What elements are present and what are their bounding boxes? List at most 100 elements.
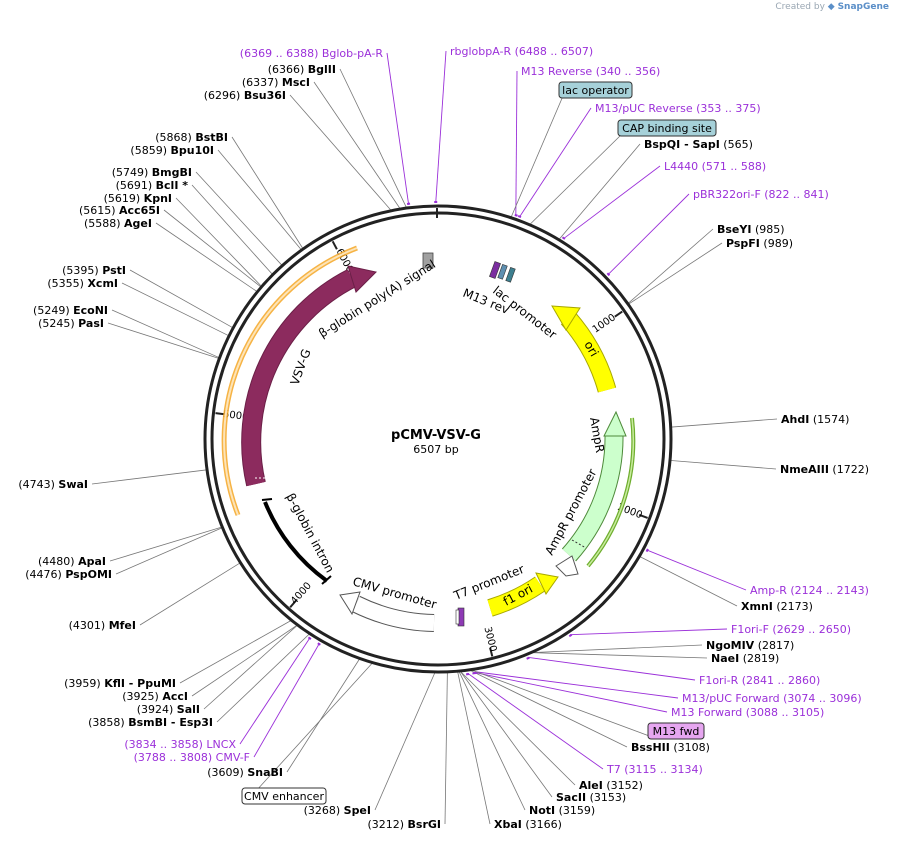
enzyme-connector [457,672,491,825]
enzyme-label[interactable]: (4301) MfeI [69,619,136,632]
enzyme-label[interactable]: AhdI (1574) [781,413,849,426]
primer-label[interactable]: pBR322ori-F (822 .. 841) [693,188,829,201]
enzyme-label[interactable]: XmnI (2173) [741,600,813,613]
enzyme-label[interactable]: (3925) AccI [122,690,188,703]
primer-label[interactable]: M13/pUC Forward (3074 .. 3096) [682,692,862,705]
primer-connector [518,107,592,218]
enzyme-label[interactable]: (5245) PasI [38,317,104,330]
primer-connector [562,165,661,240]
tick-2000 [638,513,648,519]
enzyme-connector [460,671,553,798]
enzyme-connector [533,644,703,653]
primer-label[interactable]: M13/pUC Reverse (353 .. 375) [595,102,761,115]
enzyme-label[interactable]: BssHII (3108) [631,741,710,754]
enzyme-connector [533,652,708,659]
enzyme-label[interactable]: (6296) Bsu36I [204,89,286,102]
enzyme-connector [628,242,723,305]
feature-ampr-promoter-arrow[interactable] [555,555,579,577]
primer-connector [473,671,668,713]
enzyme-label[interactable]: NaeI (2819) [711,652,779,665]
enzyme-label[interactable]: (5355) XcmI [47,277,118,290]
primer-label[interactable]: M13 Reverse (340 .. 356) [521,65,660,78]
enzyme-label[interactable]: (5588) AgeI [84,217,152,230]
cap-binding-site-box[interactable]: CAP binding site [617,119,717,137]
enzyme-connector [339,68,407,208]
enzyme-label[interactable]: BspQI - SapI (565) [644,138,753,151]
primer-label[interactable]: Amp-R (2124 .. 2143) [750,584,869,597]
enzyme-label[interactable]: (5615) Acc65I [79,204,160,217]
enzyme-label[interactable]: (5868) BstBI [155,131,228,144]
feature-bglobin-polya-box[interactable] [422,252,434,269]
enzyme-connector [671,418,778,428]
tick-5000 [215,412,225,416]
enzyme-connector [286,659,360,773]
tick-4000 [289,599,297,608]
enzyme-connector [203,625,298,710]
enzyme-label[interactable]: SacII (3153) [556,791,626,804]
primer-connector [435,50,447,204]
primer-label[interactable]: F1ori-F (2629 .. 2650) [731,623,851,636]
enzyme-label[interactable]: (5395) PstI [62,264,126,277]
enzyme-connector [109,526,222,562]
enzyme-label[interactable]: (4476) PspOMI [25,568,112,581]
enzyme-label[interactable]: (3924) SalI [137,703,200,716]
enzyme-label[interactable]: (5859) Bpu10I [130,144,214,157]
enzyme-connector [163,209,261,287]
primer-label[interactable]: (3834 .. 3858) LNCX [124,738,236,751]
enzyme-label[interactable]: (4743) SwaI [18,478,88,491]
enzyme-label[interactable]: (6366) BglII [268,63,336,76]
enzyme-label[interactable]: (4480) ApaI [38,555,106,568]
svg-text:lac operator: lac operator [562,84,629,97]
primer-connector [569,628,728,636]
primer-label[interactable]: T7 (3115 .. 3134) [606,763,703,776]
m13-fwd-box[interactable]: M13 fwd [647,722,705,740]
enzyme-label[interactable]: BseYI (985) [717,223,785,236]
plasmid-length: 6507 bp [413,443,458,456]
enzyme-label[interactable]: (3268) SpeI [304,804,371,817]
feature-ori[interactable] [551,305,617,393]
enzyme-label[interactable]: (5691) BclI * [116,179,189,192]
enzyme-connector [559,143,641,240]
primer-label[interactable]: M13 Forward (3088 .. 3105) [671,706,824,719]
primer-label[interactable]: rbglobpA-R (6488 .. 6507) [450,45,593,58]
feature-bglobin-intron[interactable] [263,501,329,583]
feature-t7-promoter[interactable] [455,607,465,627]
enzyme-label[interactable]: NotI (3159) [529,804,595,817]
feature-vsvg[interactable] [241,265,378,487]
enzyme-connector [374,672,436,811]
feature-ampr[interactable] [561,410,627,562]
enzyme-label[interactable]: (3959) KflI - PpuMI [64,677,176,690]
enzyme-label[interactable]: (3609) SnaBI [207,766,283,779]
enzyme-connector [155,222,257,292]
enzyme-label[interactable]: XbaI (3166) [494,818,562,831]
enzyme-label[interactable]: AleI (3152) [579,779,643,792]
label-ampr: AmpR [587,416,607,454]
enzyme-connector [111,309,219,358]
enzyme-label[interactable]: NgoMIV (2817) [706,639,794,652]
cmv-enhancer-box[interactable]: CMV enhancer [241,787,327,805]
enzyme-label[interactable]: (5749) BmgBI [112,166,192,179]
enzyme-connector [216,633,310,723]
enzyme-label[interactable]: (3858) BsmBI - Esp3I [88,716,213,729]
enzyme-label[interactable]: (6337) MscI [242,76,310,89]
primer-label[interactable]: (3788 .. 3808) CMV-F [134,751,250,764]
primer-connector [646,549,747,591]
primer-label[interactable]: F1ori-R (2841 .. 2860) [699,674,820,687]
enzyme-label[interactable]: (5619) KpnI [104,192,172,205]
primer-label[interactable]: (6369 .. 6388) Bglob-pA-R [240,47,384,60]
feature-lac-promoter[interactable] [489,261,516,283]
enzyme-label[interactable]: NmeAIII (1722) [780,463,869,476]
enzyme-connector [458,671,526,811]
enzyme-connector [670,460,777,470]
primer-connector [239,637,311,745]
snapgene-logo-icon: ◆ [827,2,835,12]
enzyme-connector [217,149,302,250]
primer-label[interactable]: L4440 (571 .. 588) [664,160,766,173]
lac-operator-box[interactable]: lac operator [558,81,633,99]
feature-cmv-promoter[interactable] [339,591,435,632]
enzyme-label[interactable]: PspFI (989) [726,237,793,250]
primer-connector [515,70,518,217]
feature-f1-ori[interactable] [487,572,559,617]
enzyme-label[interactable]: (5249) EcoNI [33,304,108,317]
enzyme-label[interactable]: (3212) BsrGI [367,818,441,831]
